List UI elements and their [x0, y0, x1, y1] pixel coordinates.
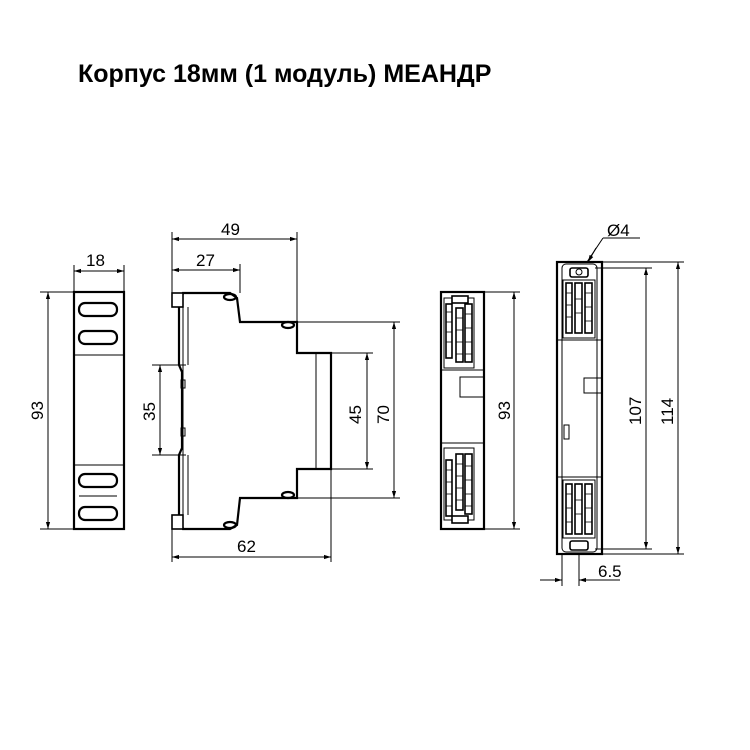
- front-width-label: 18: [86, 251, 105, 270]
- side-front-height-label: 45: [346, 405, 365, 424]
- side-mid-height-label: 70: [374, 405, 393, 424]
- front-height-label: 93: [28, 401, 47, 420]
- page-title: Корпус 18мм (1 модуль) МЕАНДР: [78, 60, 492, 88]
- side-depth-front-label: 27: [196, 251, 215, 270]
- side-view: [152, 232, 400, 562]
- side-din-rail-label: 35: [140, 402, 159, 421]
- side-base-depth-label: 62: [237, 537, 256, 556]
- front-view: [40, 265, 126, 531]
- end-view: [540, 237, 684, 586]
- back-view: [439, 290, 520, 531]
- end-outer-height-label: 114: [658, 398, 677, 425]
- side-depth-total-label: 49: [221, 220, 240, 239]
- end-hole-label: Ø4: [607, 221, 630, 240]
- back-height-label: 93: [495, 401, 514, 420]
- end-offset-label: 6.5: [598, 562, 622, 581]
- end-inner-height-label: 107: [626, 397, 645, 425]
